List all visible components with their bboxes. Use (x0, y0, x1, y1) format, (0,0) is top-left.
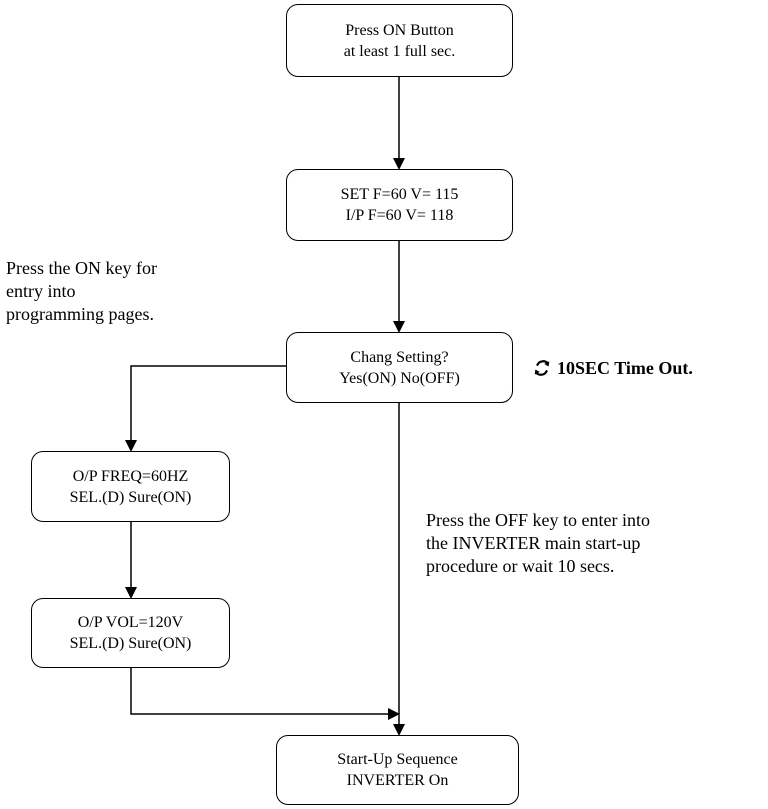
timeout-indicator: 10SEC Time Out. (531, 357, 693, 379)
press-on-button-box: Press ON Button at least 1 full sec. (286, 4, 513, 77)
off-note-line-2: the INVERTER main start-up (426, 533, 641, 553)
arrow-vol-to-main-line (130, 668, 400, 720)
timeout-label: 10SEC Time Out. (557, 357, 693, 378)
change-setting-box: Chang Setting? Yes(ON) No(OFF) (286, 332, 513, 403)
freq-box-line-1: O/P FREQ=60HZ (72, 467, 189, 485)
off-note-line-3: procedure or wait 10 secs. (426, 556, 615, 576)
startup-sequence-box: Start-Up Sequence INVERTER On (276, 735, 519, 805)
off-key-instruction-note: Press the OFF key to enter into the INVE… (426, 509, 761, 578)
press-on-box-line-2: at least 1 full sec. (343, 42, 456, 60)
output-voltage-box: O/P VOL=120V SEL.(D) Sure(ON) (31, 598, 230, 668)
freq-box-line-2: SEL.(D) Sure(ON) (69, 488, 192, 506)
output-frequency-box: O/P FREQ=60HZ SEL.(D) Sure(ON) (31, 451, 230, 522)
startup-box-line-2: INVERTER On (346, 772, 449, 789)
arrow-change-to-freq (125, 365, 286, 452)
vol-box-line-2: SEL.(D) Sure(ON) (69, 635, 192, 652)
off-note-line-1: Press the OFF key to enter into (426, 510, 650, 530)
set-values-box: SET F=60 V= 115 I/P F=60 V= 118 (286, 169, 513, 241)
change-box-line-2: Yes(ON) No(OFF) (339, 369, 460, 387)
set-box-line-1: SET F=60 V= 115 (340, 186, 459, 203)
refresh-icon (534, 360, 550, 376)
change-box-line-1: Chang Setting? (350, 348, 449, 366)
press-on-box-line-1: Press ON Button (345, 21, 454, 39)
on-note-line-3: programming pages. (6, 304, 154, 324)
on-note-line-1: Press the ON key for (6, 258, 157, 278)
startup-box-line-1: Start-Up Sequence (337, 751, 458, 768)
on-key-instruction-note: Press the ON key for entry into programm… (6, 257, 266, 326)
vol-box-line-1: O/P VOL=120V (77, 614, 184, 631)
on-note-line-2: entry into (6, 281, 76, 301)
set-box-line-2: I/P F=60 V= 118 (345, 207, 454, 224)
